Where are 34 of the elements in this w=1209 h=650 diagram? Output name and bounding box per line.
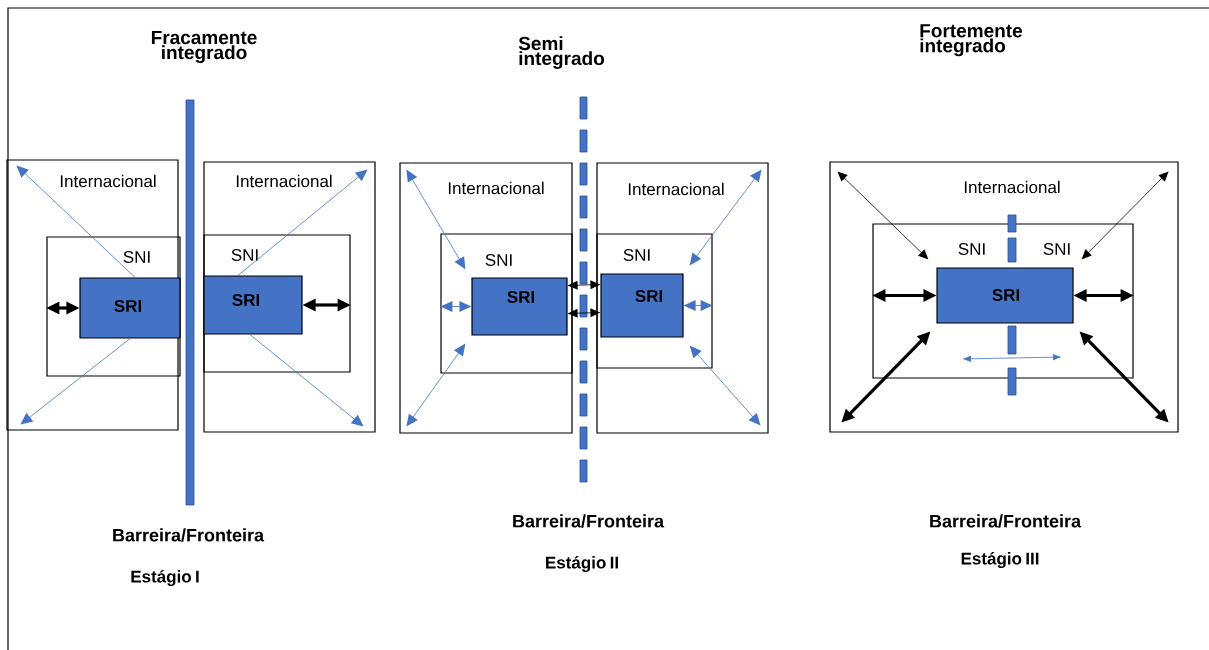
sri-box: SRI xyxy=(471,277,568,336)
arrow xyxy=(689,169,762,266)
arrow xyxy=(249,334,364,427)
stage-label: Estágio II xyxy=(546,555,618,573)
sri-box: SRI xyxy=(203,275,303,335)
barrier-label: Barreira/Fronteira xyxy=(930,514,1082,528)
arrow xyxy=(46,301,80,315)
sri-box: SRI xyxy=(79,277,181,339)
stage-label: Estágio I xyxy=(131,569,199,587)
stage-title: Semi integrado xyxy=(518,36,604,69)
stage-title: Fortemente integrado xyxy=(920,24,1022,57)
arrow xyxy=(837,171,929,260)
arrow xyxy=(237,169,368,276)
arrow xyxy=(1079,331,1169,423)
arrow xyxy=(16,165,136,278)
barrier-label: Barreira/Fronteira xyxy=(513,514,665,528)
arrow xyxy=(406,169,466,270)
arrow xyxy=(683,300,713,311)
arrow xyxy=(689,345,761,426)
arrow xyxy=(841,331,931,423)
stage-title: Fracamente integrado xyxy=(151,30,257,63)
arrow xyxy=(567,280,601,290)
arrow xyxy=(1073,289,1134,302)
barrier-label: Barreira/Fronteira xyxy=(113,528,265,542)
arrow xyxy=(406,343,466,427)
arrow xyxy=(302,298,351,312)
sri-box: SRI xyxy=(936,267,1074,324)
arrow xyxy=(20,338,131,425)
stage-label: Estágio III xyxy=(961,551,1039,569)
sri-box: SRI xyxy=(600,273,684,338)
arrow xyxy=(440,301,472,312)
arrow xyxy=(567,308,601,318)
arrow xyxy=(872,289,937,302)
arrow xyxy=(1081,171,1169,260)
